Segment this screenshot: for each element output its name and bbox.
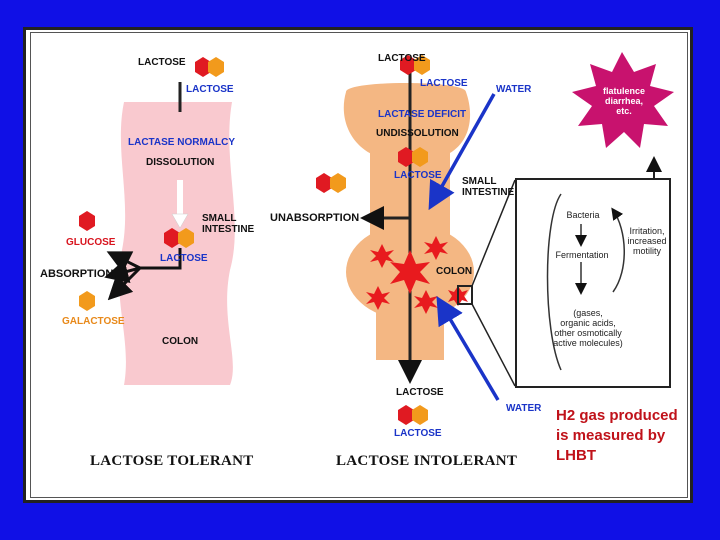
water-top-label: WATER [496, 84, 532, 95]
tolerant-absorption-path [140, 248, 182, 270]
hexagon-orange [208, 57, 224, 77]
intolerant-lactose-bottom: LACTOSE [396, 387, 444, 398]
hexagon-red [400, 55, 416, 75]
hexagon-orange [330, 173, 346, 193]
lactase-deficit-label: LACTASE DEFICIT [378, 109, 467, 120]
intolerant-small-intestine: SMALL INTESTINE [462, 176, 515, 198]
inset-bacteria: Bacteria [566, 210, 600, 220]
inset-fermentation: Fermentation [555, 250, 609, 260]
intolerant-lactose-bottom-sub: LACTOSE [394, 428, 442, 439]
intolerant-colon: COLON [436, 266, 473, 277]
intolerant-lactose-top: LACTOSE [378, 53, 426, 64]
tolerant-lactose-top: LACTOSE [138, 57, 186, 68]
intolerant-lactose-mid: LACTOSE [394, 170, 442, 181]
hexagon-orange [79, 291, 95, 311]
inset-arrows [546, 193, 625, 371]
water-bottom-arrow [436, 295, 500, 401]
diagram-inner-border [30, 32, 688, 498]
hexagon-orange [414, 55, 430, 75]
hexagon-red [398, 405, 414, 425]
water-bottom-label: WATER [506, 403, 542, 414]
galactose-label: GALACTOSE [62, 316, 125, 327]
colon-inset-box: Bacteria Fermentation Irritation, increa… [515, 178, 671, 388]
flatulence-star [572, 52, 674, 148]
tolerant-lactose-top-sub: LACTOSE [186, 84, 234, 95]
tolerant-dissolution: DISSOLUTION [146, 157, 215, 168]
tolerant-normalcy: LACTASE NORMALCY [128, 137, 236, 148]
intolerant-lactose-top-sub: LACTOSE [420, 78, 468, 89]
hexagon-red [79, 211, 95, 231]
inset-irritation: Irritation, increased motility [627, 226, 667, 256]
inset-products: (gases, organic acids, other osmotically… [553, 308, 623, 348]
undissolution-label: UNDISSOLUTION [376, 128, 459, 139]
flatulence-label: flatulence diarrhea, etc. [602, 86, 645, 116]
absorption-label: ABSORPTION [40, 268, 114, 280]
tolerant-lactose-mid: LACTOSE [160, 253, 208, 264]
tolerant-small-intestine: SMALL INTESTINE [202, 213, 255, 235]
h2-gas-note: H2 gas produced is measured by LHBT [556, 406, 686, 466]
hexagon-orange [412, 147, 428, 167]
hexagon-red [398, 147, 414, 167]
tolerant-colon: COLON [162, 336, 199, 347]
colon-zoom-box [457, 285, 473, 305]
hexagon-orange [178, 228, 194, 248]
intolerant-caption: LACTOSE INTOLERANT [336, 453, 518, 469]
hexagon-orange [412, 405, 428, 425]
glucose-label: GLUCOSE [66, 237, 116, 248]
hexagon-red [195, 57, 211, 77]
water-top-arrow [428, 93, 496, 211]
hexagon-red [164, 228, 180, 248]
unabsorption-label: UNABSORPTION [270, 212, 360, 224]
tolerant-caption: LACTOSE TOLERANT [90, 453, 254, 469]
hexagon-red [316, 173, 332, 193]
